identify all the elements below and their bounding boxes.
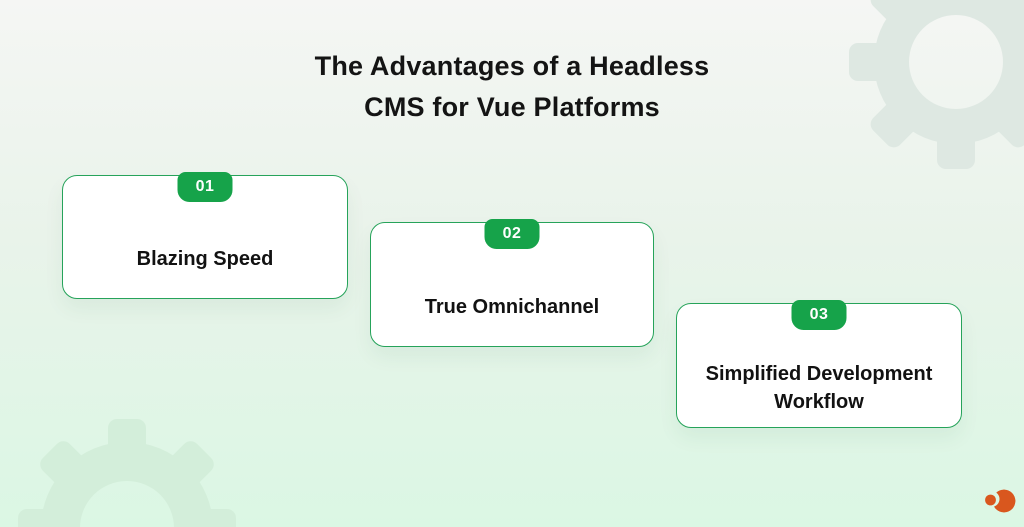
card-label: True Omnichannel bbox=[424, 295, 600, 318]
card-true-omnichannel: 02 True Omnichannel bbox=[370, 219, 654, 347]
page-title-line-2: CMS for Vue Platforms bbox=[364, 92, 660, 122]
card-simplified-development-workflow: 03 Simplified Development Workflow bbox=[676, 300, 962, 428]
page-title-line-1: The Advantages of a Headless bbox=[314, 51, 710, 81]
card-number-badge: 03 bbox=[791, 300, 847, 330]
orange-orbit-logo-icon bbox=[985, 489, 1016, 513]
card-number-badge: 01 bbox=[177, 172, 233, 202]
card-label: Blazing Speed bbox=[136, 248, 274, 270]
page-title: The Advantages of a Headless CMS for Vue… bbox=[0, 46, 1024, 128]
card-label: Simplified Development Workflow bbox=[705, 362, 933, 413]
card-blazing-speed: 01 Blazing Speed bbox=[62, 172, 348, 299]
gear-icon bbox=[12, 413, 242, 527]
card-number-badge: 02 bbox=[484, 219, 540, 249]
